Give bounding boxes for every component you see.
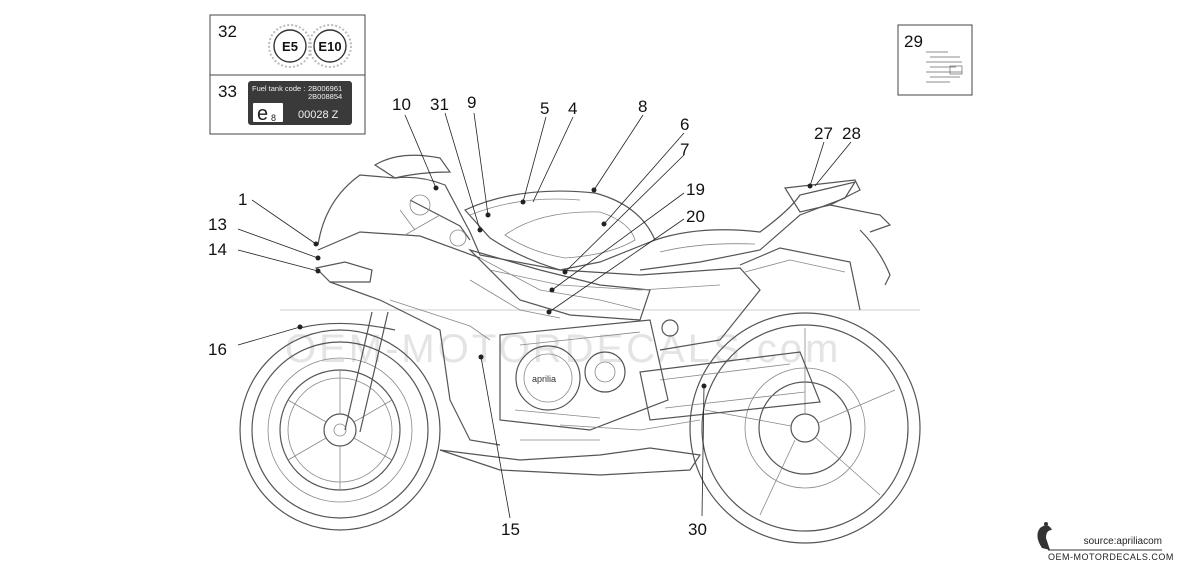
callout-1: 1 xyxy=(238,190,247,209)
callout-7: 7 xyxy=(680,140,689,159)
e-mark-sub: 8 xyxy=(271,113,276,123)
callout-15: 15 xyxy=(501,520,520,539)
svg-text:E10: E10 xyxy=(318,39,341,54)
callout-14: 14 xyxy=(208,240,227,259)
logo-text: OEM-MOTORDECALS.COM xyxy=(1048,552,1174,562)
svg-text:2B008854: 2B008854 xyxy=(308,92,342,101)
frame xyxy=(479,254,761,351)
warning-label-graphic xyxy=(926,51,963,83)
tail-section xyxy=(739,179,892,311)
callout-16: 16 xyxy=(208,340,227,359)
swingarm xyxy=(639,351,821,421)
engine: aprilia xyxy=(499,319,679,431)
inset-29: 29 xyxy=(897,24,973,96)
handlebar xyxy=(399,194,471,247)
rear-wheel xyxy=(689,312,921,544)
inset-32-number: 32 xyxy=(218,22,237,41)
callout-27: 27 xyxy=(814,124,833,143)
source-text: source:apriliacom xyxy=(1084,536,1162,547)
fuel-badge-e5: E5 xyxy=(268,24,312,68)
e-mark: e xyxy=(257,103,268,125)
callout-10: 10 xyxy=(392,95,411,114)
motorcycle-drawing: aprilia xyxy=(239,154,921,544)
seat xyxy=(639,181,857,271)
callout-13: 13 xyxy=(208,215,227,234)
callout-28: 28 xyxy=(842,124,861,143)
fuel-tank-label: Fuel tank code : 2B006961 2B008854 e 8 0… xyxy=(248,81,352,125)
callout-30: 30 xyxy=(688,520,707,539)
callout-20: 20 xyxy=(686,207,705,226)
fuel-badge-e10: E10 xyxy=(308,24,352,68)
svg-text:aprilia: aprilia xyxy=(532,374,556,384)
callout-8: 8 xyxy=(638,97,647,116)
serial-number: 00028 Z xyxy=(298,109,339,121)
svg-text:2B006961: 2B006961 xyxy=(308,84,342,93)
callout-5: 5 xyxy=(540,99,549,118)
fairing xyxy=(314,154,702,476)
front-wheel xyxy=(239,329,441,531)
inset-29-number: 29 xyxy=(904,32,923,51)
callout-9: 9 xyxy=(467,93,476,112)
callout-6: 6 xyxy=(680,115,689,134)
inset-33-number: 33 xyxy=(218,82,237,101)
callout-19: 19 xyxy=(686,180,705,199)
callout-31: 31 xyxy=(430,95,449,114)
source-credit: source:apriliacom OEM-MOTORDECALS.COM xyxy=(1037,522,1173,562)
svg-text:E5: E5 xyxy=(282,39,298,54)
callouts: 1 13 14 16 10 31 9 5 4 8 xyxy=(208,93,861,539)
svg-text:Fuel tank code :: Fuel tank code : xyxy=(252,84,305,93)
oem-logo-icon xyxy=(1037,522,1052,550)
inset-32-33: 32 E5 E10 33 Fuel tank code : 2B006961 2… xyxy=(209,14,366,135)
front-fork xyxy=(299,311,396,433)
callout-4: 4 xyxy=(568,99,577,118)
